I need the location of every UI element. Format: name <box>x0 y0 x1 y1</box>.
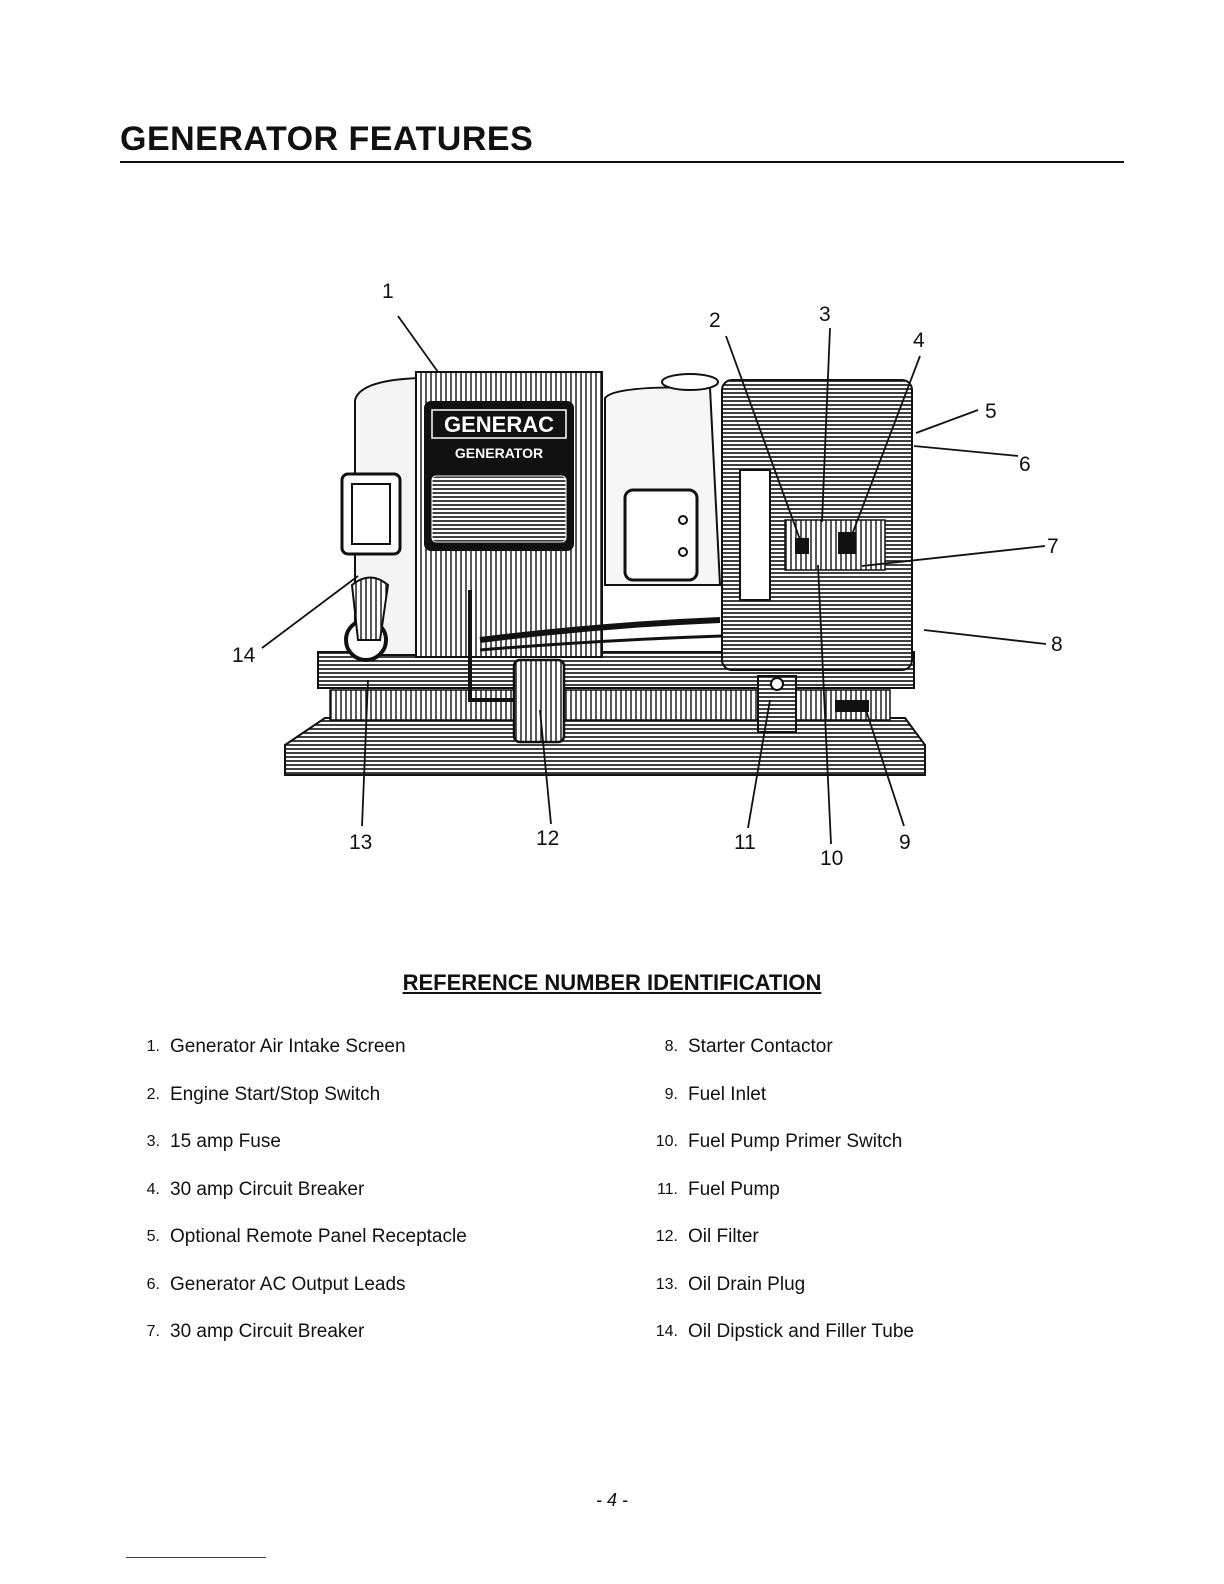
base-skid <box>284 689 926 776</box>
item-label: Oil Dipstick and Filler Tube <box>688 1321 914 1342</box>
brand-sub-text: GENERATOR <box>455 445 543 461</box>
leader-line-2 <box>725 335 803 546</box>
list-item: 9. Fuel Inlet <box>648 1084 914 1132</box>
wiring-harness <box>468 590 723 702</box>
reference-list-left: 1. Generator Air Intake Screen 2. Engine S… <box>130 1036 467 1369</box>
item-number: 7. <box>146 1323 160 1340</box>
callout-4: 4 <box>913 329 925 352</box>
leader-line-8 <box>923 629 1047 645</box>
left-end-housing <box>340 376 421 662</box>
item-number: 9. <box>664 1085 678 1103</box>
leader-lines <box>261 315 1047 845</box>
callout-7: 7 <box>1047 535 1059 558</box>
list-item: 3. 15 amp Fuse <box>130 1131 467 1179</box>
callout-9: 9 <box>899 831 911 854</box>
leader-line-5 <box>915 409 979 434</box>
item-number: 4. <box>146 1180 160 1198</box>
callout-2: 2 <box>709 309 721 332</box>
oil-filter <box>512 658 566 744</box>
item-number: 2. <box>146 1085 160 1103</box>
list-item: 7. 30 amp Circuit Breaker <box>130 1321 467 1369</box>
item-label: 30 amp Circuit Breaker <box>170 1178 365 1200</box>
item-number: 14. <box>655 1323 678 1340</box>
item-label: Engine Start/Stop Switch <box>170 1083 381 1105</box>
reference-list-right: 8. Starter Contactor 9. Fuel Inlet 10. Fuel… <box>648 1036 914 1369</box>
leader-line-7 <box>861 545 1046 567</box>
item-number: 13. <box>655 1275 678 1293</box>
generator-illustration: GENERAC GENERATOR <box>232 280 1063 870</box>
item-label: 30 amp Circuit Breaker <box>170 1321 365 1342</box>
item-label: Fuel Inlet <box>688 1083 767 1105</box>
item-number: 1. <box>146 1038 160 1055</box>
callout-1: 1 <box>382 280 394 303</box>
callout-14: 14 <box>232 644 256 667</box>
fuel-inlet <box>835 700 869 712</box>
list-item: 13. Oil Drain Plug <box>648 1274 914 1322</box>
leader-line-9 <box>863 703 905 827</box>
page-number: - 4 - <box>595 1490 628 1510</box>
item-label: Starter Contactor <box>688 1036 833 1057</box>
callout-8: 8 <box>1051 633 1063 656</box>
leader-line-1 <box>397 315 439 373</box>
list-item: 10. Fuel Pump Primer Switch <box>648 1131 914 1179</box>
leader-line-13 <box>361 679 369 827</box>
control-box <box>721 379 913 671</box>
item-label: Optional Remote Panel Receptacle <box>170 1226 467 1247</box>
air-intake-cover: GENERAC GENERATOR <box>415 371 603 658</box>
list-item: 12. Oil Filter <box>648 1226 914 1274</box>
leader-line-14 <box>261 575 359 649</box>
item-label: 15 amp Fuse <box>170 1131 281 1152</box>
item-number: 3. <box>146 1133 160 1150</box>
page-title: GENERATOR FEATURES <box>120 120 534 158</box>
list-item: 14. Oil Dipstick and Filler Tube <box>648 1321 914 1369</box>
leader-line-6 <box>913 445 1019 457</box>
list-item: 11. Fuel Pump <box>648 1179 914 1227</box>
fuel-pump <box>757 675 797 733</box>
item-number: 8. <box>664 1038 678 1055</box>
list-item: 1. Generator Air Intake Screen <box>130 1036 467 1084</box>
item-label: Fuel Pump Primer Switch <box>688 1131 903 1152</box>
item-label: Oil Filter <box>688 1226 759 1247</box>
callout-13: 13 <box>349 831 372 854</box>
item-number: 5. <box>146 1228 160 1245</box>
engine-cylinder <box>604 373 722 586</box>
leader-line-3 <box>821 327 831 523</box>
callout-6: 6 <box>1019 453 1031 476</box>
item-number: 6. <box>146 1275 160 1293</box>
callout-12: 12 <box>536 827 559 850</box>
footer-rule <box>126 1557 266 1558</box>
brand-logo-text: GENERAC <box>444 412 554 437</box>
reference-heading: REFERENCE NUMBER IDENTIFICATION <box>402 970 822 995</box>
item-number: 11. <box>656 1180 678 1198</box>
list-item: 4. 30 amp Circuit Breaker <box>130 1179 467 1227</box>
list-item: 2. Engine Start/Stop Switch <box>130 1084 467 1132</box>
leader-line-12 <box>539 709 552 825</box>
list-item: 5. Optional Remote Panel Receptacle <box>130 1226 467 1274</box>
leader-line-10 <box>817 564 832 845</box>
title-rule <box>120 161 1124 163</box>
item-number: 10. <box>655 1133 678 1150</box>
leader-line-4 <box>849 355 921 541</box>
callout-3: 3 <box>819 303 831 326</box>
callout-10: 10 <box>820 847 843 870</box>
leader-line-11 <box>747 699 771 829</box>
callout-5: 5 <box>985 400 997 423</box>
list-item: 8. Starter Contactor <box>648 1036 914 1084</box>
list-item: 6. Generator AC Output Leads <box>130 1274 467 1322</box>
item-label: Oil Drain Plug <box>688 1273 806 1295</box>
item-label: Fuel Pump <box>688 1178 780 1200</box>
callout-11: 11 <box>734 831 756 854</box>
item-label: Generator Air Intake Screen <box>170 1036 406 1057</box>
item-label: Generator AC Output Leads <box>170 1273 406 1295</box>
item-number: 12. <box>655 1228 678 1245</box>
